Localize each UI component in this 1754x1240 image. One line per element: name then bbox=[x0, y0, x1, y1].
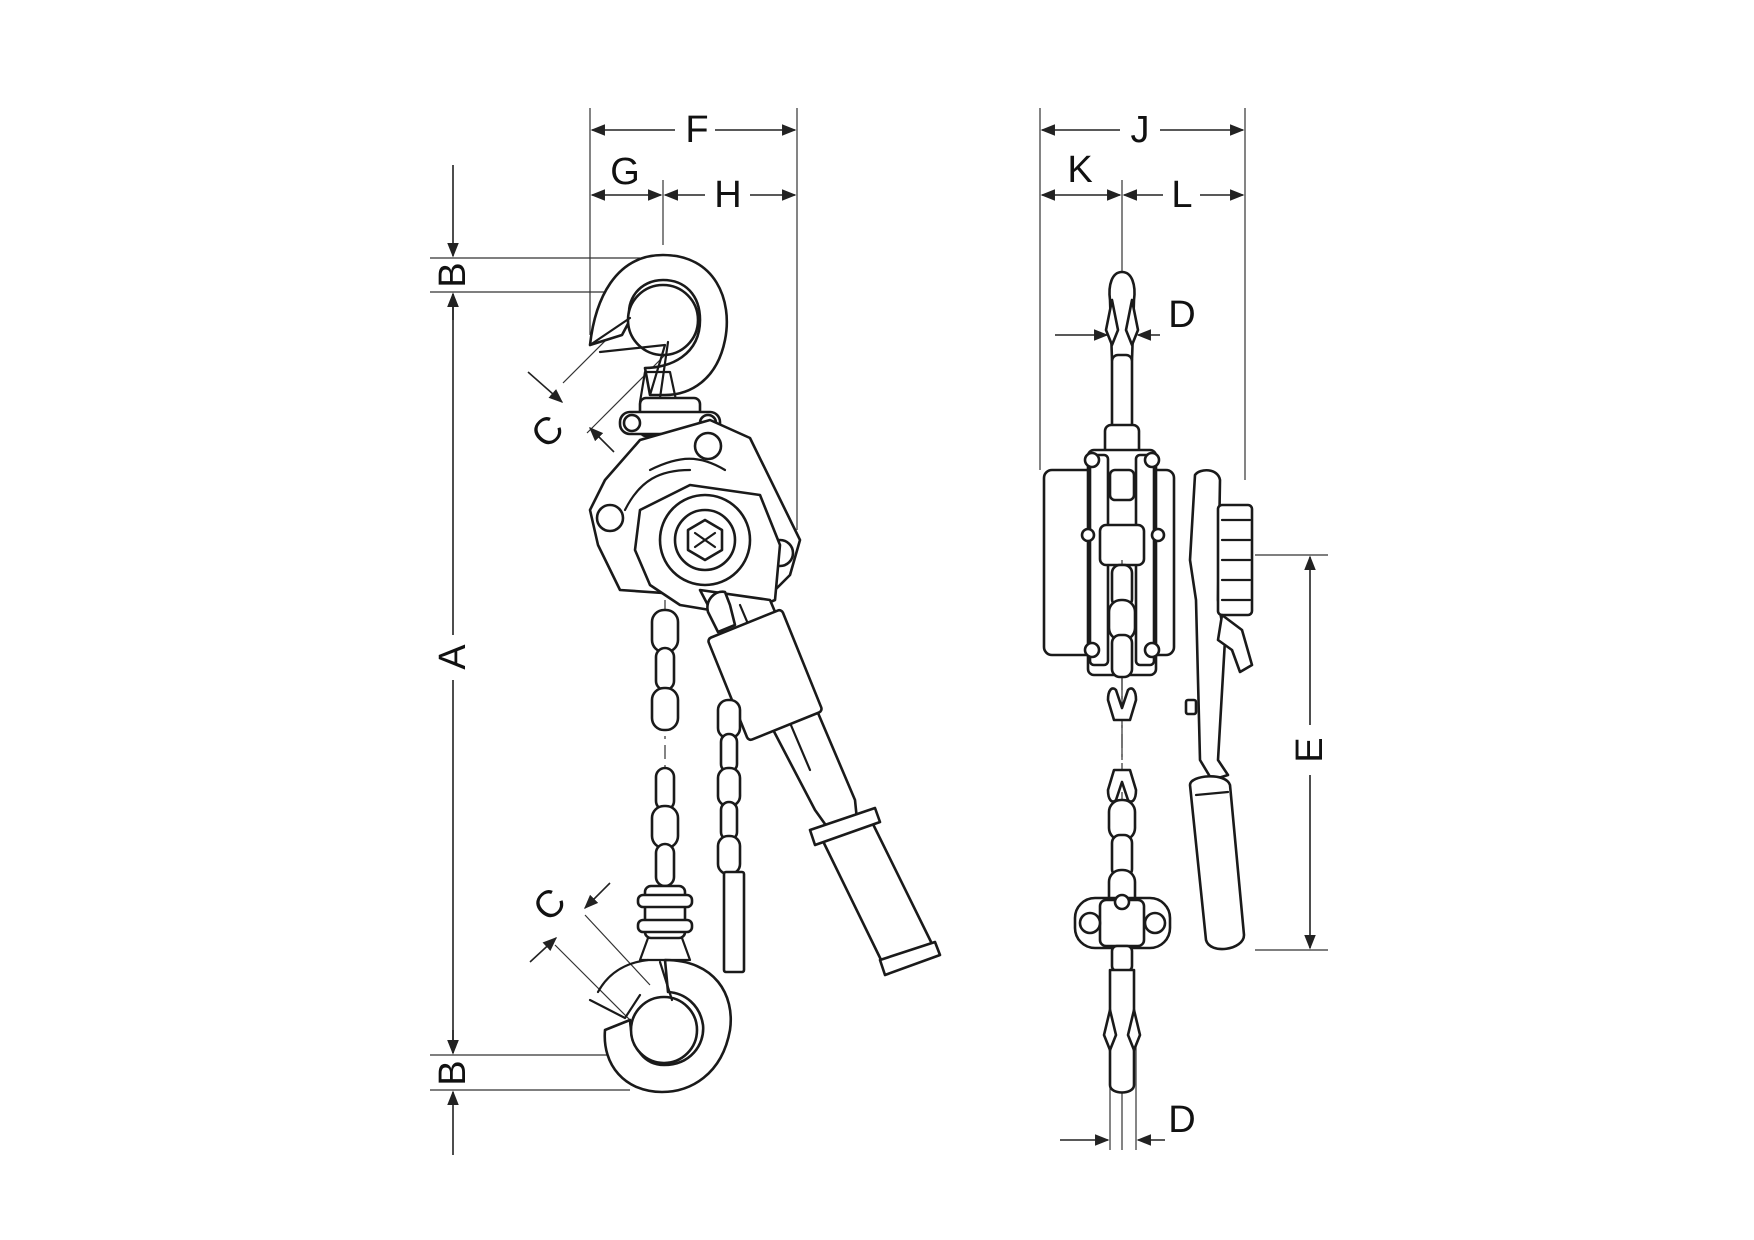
label-K: K bbox=[1067, 149, 1092, 191]
dimension-B-bottom: B bbox=[432, 1030, 474, 1155]
side-bottom-block bbox=[1073, 893, 1172, 1094]
dimension-B-top: B bbox=[432, 165, 474, 320]
label-C-bottom: C bbox=[525, 880, 574, 929]
dimension-D-bottom: D bbox=[1060, 1099, 1196, 1146]
side-view: J K L D D E bbox=[1039, 108, 1331, 1150]
front-view: F G H A B B bbox=[430, 108, 942, 1155]
label-F: F bbox=[685, 109, 708, 151]
dimension-H: H bbox=[663, 174, 797, 216]
label-B-top: B bbox=[432, 262, 474, 287]
dimension-F: F bbox=[590, 109, 797, 151]
hoist-body bbox=[588, 418, 802, 617]
slack-chain bbox=[716, 698, 746, 974]
dimension-J: J bbox=[1040, 109, 1245, 151]
dimension-A: A bbox=[432, 292, 474, 1055]
side-load-chain bbox=[1106, 560, 1138, 912]
label-H: H bbox=[714, 174, 741, 216]
label-E: E bbox=[1289, 737, 1331, 762]
side-lever bbox=[1184, 469, 1254, 951]
dimension-K: K bbox=[1040, 149, 1122, 201]
label-G: G bbox=[610, 151, 640, 193]
side-top-hook bbox=[1103, 270, 1141, 457]
dimension-C-bottom: C bbox=[525, 880, 651, 1021]
side-body bbox=[1042, 448, 1176, 677]
label-D-bottom: D bbox=[1168, 1099, 1195, 1141]
dimension-E: E bbox=[1289, 555, 1331, 950]
dimension-L: L bbox=[1122, 174, 1245, 216]
dimension-G: G bbox=[590, 151, 663, 201]
label-A: A bbox=[432, 644, 474, 670]
label-D-top: D bbox=[1168, 294, 1195, 336]
label-B-bottom: B bbox=[432, 1060, 474, 1085]
bottom-hook bbox=[588, 884, 733, 1094]
label-J: J bbox=[1131, 109, 1150, 151]
dimension-D-top: D bbox=[1055, 294, 1196, 341]
label-L: L bbox=[1171, 174, 1192, 216]
top-hook bbox=[588, 253, 729, 404]
label-C-top: C bbox=[523, 407, 572, 456]
load-chain bbox=[650, 600, 680, 890]
